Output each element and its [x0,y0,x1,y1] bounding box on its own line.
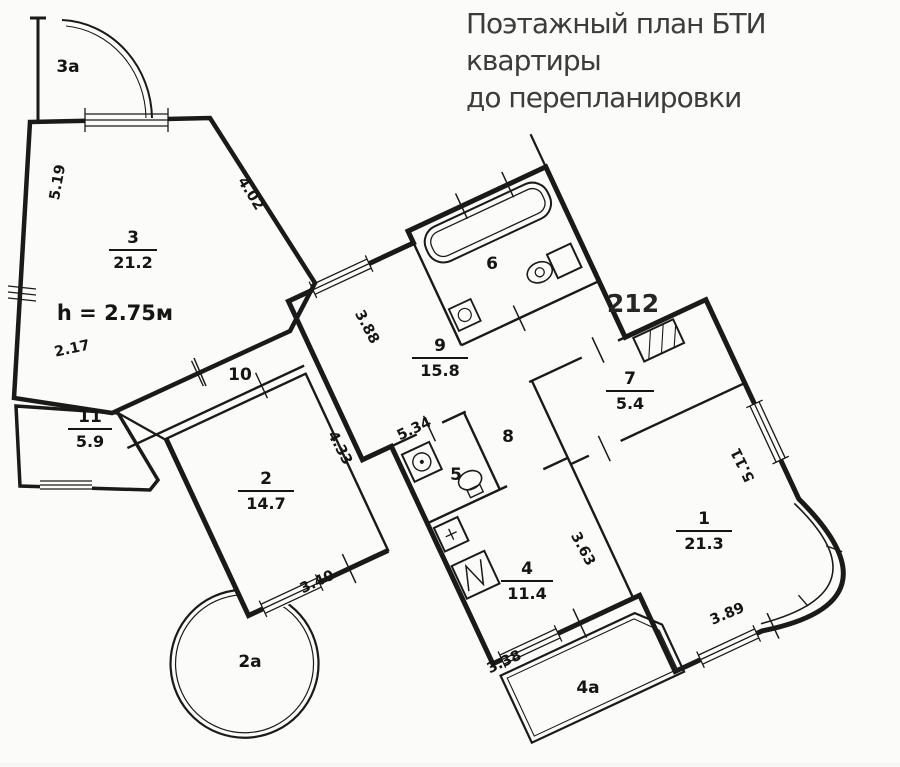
room-2-number: 2 [260,469,272,489]
window-room3-top [84,108,169,132]
main-apartment-block [110,133,846,745]
dim-room4-right: 3.63 [567,530,598,569]
room-11-label: 11 5.9 [68,407,112,451]
window-room11-bottom [40,478,92,491]
room-2-walls [163,372,390,619]
vent-shaft [631,318,686,363]
room-7-number: 7 [624,369,636,389]
balcony-2a-outline [169,588,320,739]
room-3-cluster [7,108,318,416]
room-3-number: 3 [127,228,139,248]
exterior-walls [285,163,846,675]
room-2-area: 14.7 [246,494,285,513]
washbasin [447,297,482,333]
room-2-label: 2 14.7 [238,469,294,513]
entry-landing-wall [529,133,547,168]
plan-title-line1: Поэтажный план БТИ квартиры [466,7,767,77]
plan-title-line2: до перепланировки [466,80,742,114]
plan-title: Поэтажный план БТИ квартиры до переплани… [466,6,896,117]
kitchen-sink [432,515,470,553]
window-room1-right [746,399,790,465]
window-room4-bottom [497,624,563,669]
window-room9-top [308,255,374,299]
room-11-outline [14,404,167,492]
stove [450,549,501,601]
room-9-label: 9 15.8 [412,336,468,380]
room-11-number: 11 [78,407,102,427]
balcony-3a-outline [30,16,153,122]
dim-room3-left: 5.19 [47,163,69,201]
toilet [526,242,583,284]
dim-room1-bottom: 3.89 [708,600,747,629]
dim-room3-diag: 4.02 [234,174,267,213]
room-1-area: 21.3 [684,534,723,553]
balcony-4a-number: 4а [576,678,599,698]
washing-machine [400,440,444,484]
ceiling-height-note: h = 2.75м [57,301,173,325]
dim-room9-bottom: 5.34 [395,415,434,445]
room-10-number: 10 [228,365,252,385]
room-4-area: 11.4 [507,584,546,603]
dim-room1-right: 5.11 [728,445,758,484]
room-9-number: 9 [434,336,446,356]
balcony-3a-number: 3а [56,57,79,77]
interior-partitions [361,230,746,599]
room-7-area: 5.4 [616,394,644,413]
apartment-number: 212 [607,289,659,318]
room-7-label: 7 5.4 [606,369,654,413]
balcony-2a-number: 2а [238,652,261,672]
room-6-number: 6 [486,254,498,274]
door-marks [341,171,780,639]
room-9-area: 15.8 [420,361,459,380]
room-3-area: 21.2 [113,253,152,272]
room-8-number: 8 [502,427,514,447]
dim-room9-left: 3.88 [351,308,382,347]
window-room3-left [7,285,37,302]
room-4-number: 4 [521,559,533,579]
window-room1-bottom [696,625,762,669]
room-1-label: 1 21.3 [676,509,732,553]
room-11-area: 5.9 [76,432,104,451]
bathtub [423,181,553,264]
room-1-number: 1 [698,509,710,529]
room-4-label: 4 11.4 [501,559,553,603]
door-mark-room3 [193,357,207,387]
toilet-small [457,469,485,499]
dim-room3-bottom: 2.17 [53,338,91,361]
window-room2-bottom [258,574,324,618]
bay-window-room1 [760,502,843,625]
room-3-label: 3 21.2 [109,228,157,272]
balcony-4a-outline [499,611,686,745]
room-5-number: 5 [450,465,462,485]
